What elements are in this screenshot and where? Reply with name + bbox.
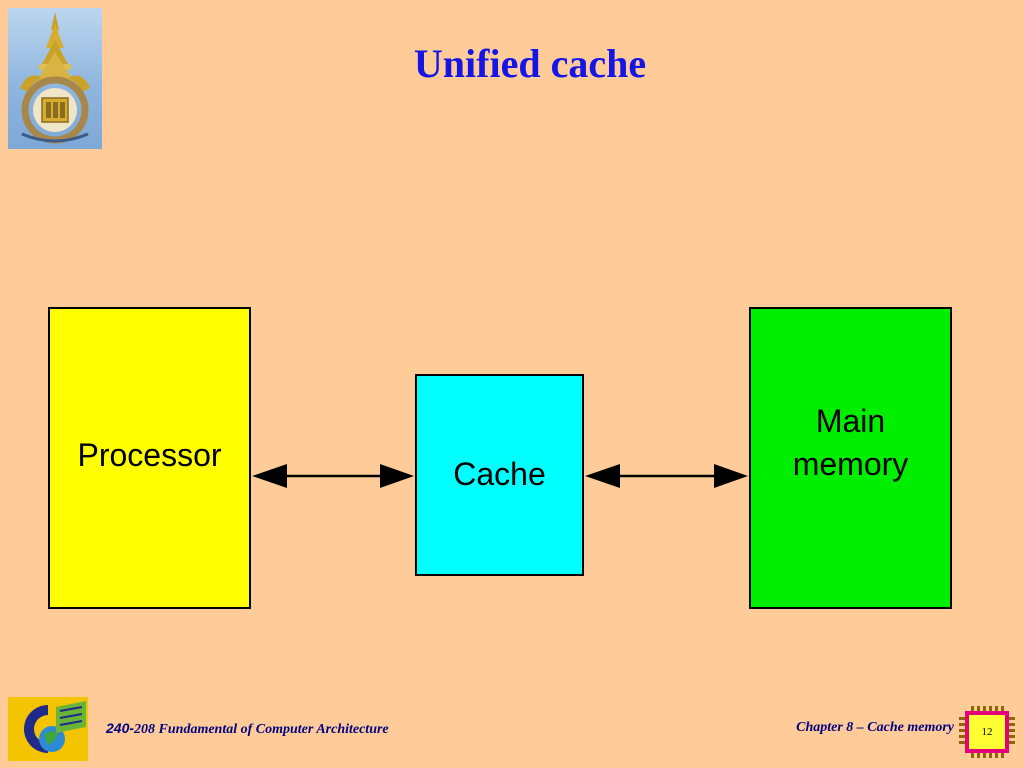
university-emblem-logo	[8, 8, 102, 149]
cache-label: Cache	[453, 456, 546, 493]
cache-main-memory-arrow	[585, 464, 748, 488]
main-memory-label: Main memory	[792, 402, 909, 482]
course-number: 240-	[106, 720, 135, 736]
processor-cache-arrow	[252, 464, 414, 488]
chapter-footer: Chapter 8 – Cache memory	[796, 720, 954, 735]
cache-box: Cache	[415, 374, 584, 576]
page-number-chip: 12	[957, 704, 1017, 760]
processor-label: Processor	[77, 437, 222, 474]
course-title: 208 Fundamental of Computer Architecture	[134, 722, 389, 737]
processor-box: Processor	[48, 307, 251, 609]
main-memory-box: Main memory	[749, 307, 952, 609]
slide-title: Unified cache	[413, 41, 647, 86]
chip-icon	[959, 706, 1015, 758]
course-footer: 240-208 Fundamental of Computer Architec…	[106, 720, 389, 738]
department-logo	[8, 697, 88, 761]
page-number: 12	[981, 726, 993, 738]
